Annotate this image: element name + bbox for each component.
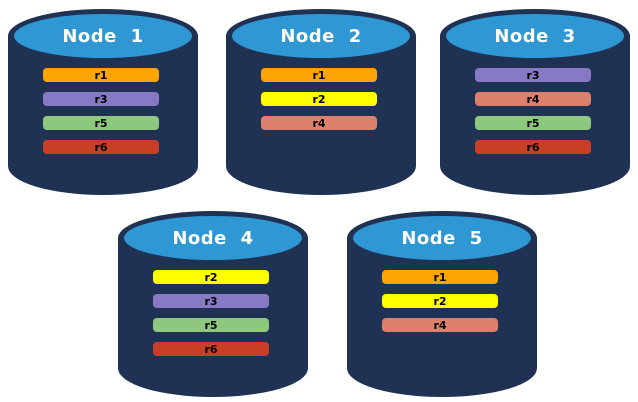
replica-label: r2 (433, 294, 447, 308)
replica-bar: r3 (153, 294, 269, 308)
node-title: Node 1 (62, 25, 144, 47)
database-node: Node 4 r2 r3 r5 r6 (118, 207, 308, 397)
replica-label: r3 (526, 68, 540, 82)
cylinder-rim: Node 5 (347, 211, 537, 265)
cylinder-top-face: Node 5 (353, 216, 531, 260)
cylinder-top-face: Node 1 (14, 14, 192, 58)
cylinder-rim: Node 3 (440, 9, 630, 63)
replica-label: r1 (312, 68, 326, 82)
replica-label: r5 (526, 116, 540, 130)
replica-bar: r4 (261, 116, 377, 130)
node-title: Node 2 (280, 25, 362, 47)
replica-label: r3 (204, 294, 218, 308)
replica-bar: r4 (382, 318, 498, 332)
cylinder-rim: Node 4 (118, 211, 308, 265)
replica-list: r1 r2 r4 (382, 270, 498, 332)
replica-bar: r6 (43, 140, 159, 154)
replica-label: r6 (94, 140, 108, 154)
replica-label: r5 (204, 318, 218, 332)
replica-bar: r6 (475, 140, 591, 154)
replica-bar: r2 (382, 294, 498, 308)
replica-label: r2 (312, 92, 326, 106)
database-node: Node 3 r3 r4 r5 r6 (440, 5, 630, 195)
replica-bar: r5 (153, 318, 269, 332)
replica-bar: r1 (43, 68, 159, 82)
cylinder-top-face: Node 4 (124, 216, 302, 260)
replica-label: r4 (312, 116, 326, 130)
replica-bar: r1 (382, 270, 498, 284)
cylinder-top-face: Node 3 (446, 14, 624, 58)
node-title: Node 4 (172, 227, 254, 249)
replica-bar: r3 (43, 92, 159, 106)
replica-label: r1 (94, 68, 108, 82)
node-title: Node 5 (401, 227, 483, 249)
replica-label: r4 (526, 92, 540, 106)
replica-label: r6 (526, 140, 540, 154)
replica-bar: r2 (153, 270, 269, 284)
cylinder-rim: Node 1 (8, 9, 198, 63)
replica-bar: r4 (475, 92, 591, 106)
replica-label: r4 (433, 318, 447, 332)
database-node: Node 5 r1 r2 r4 (347, 207, 537, 397)
node-title: Node 3 (494, 25, 576, 47)
replica-bar: r5 (475, 116, 591, 130)
replica-bar: r2 (261, 92, 377, 106)
replica-bar: r5 (43, 116, 159, 130)
replica-bar: r6 (153, 342, 269, 356)
replica-label: r1 (433, 270, 447, 284)
replica-label: r6 (204, 342, 218, 356)
replica-bar: r3 (475, 68, 591, 82)
replica-label: r2 (204, 270, 218, 284)
replica-list: r3 r4 r5 r6 (475, 68, 591, 154)
replica-label: r3 (94, 92, 108, 106)
replica-bar: r1 (261, 68, 377, 82)
database-node: Node 2 r1 r2 r4 (226, 5, 416, 195)
replica-list: r1 r3 r5 r6 (43, 68, 159, 154)
cylinder-top-face: Node 2 (232, 14, 410, 58)
cylinder-rim: Node 2 (226, 9, 416, 63)
replica-list: r1 r2 r4 (261, 68, 377, 130)
database-node: Node 1 r1 r3 r5 r6 (8, 5, 198, 195)
replica-list: r2 r3 r5 r6 (153, 270, 269, 356)
replica-label: r5 (94, 116, 108, 130)
